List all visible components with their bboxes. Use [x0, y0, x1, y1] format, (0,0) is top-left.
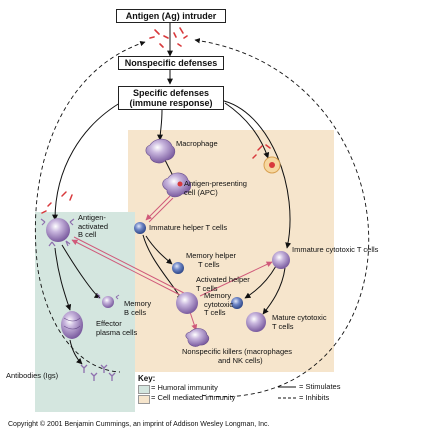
apc-label-line1: Antigen-presenting	[184, 179, 247, 188]
inhibit-loop-left	[34, 40, 146, 373]
activated-helper-line2: T cells	[196, 283, 218, 293]
cell-mediated-region-lower	[134, 300, 334, 372]
memory-cytotoxic-t-cell	[231, 297, 243, 309]
apc-label-line2: cell (APC)	[184, 187, 218, 197]
specific-defenses-box: Specific defenses (immune response)	[118, 86, 224, 110]
arrow-activated-cytotoxic-stimulate	[199, 261, 273, 297]
antigen-fragments-cyto	[252, 144, 271, 159]
nonspecific-killer-cell	[185, 328, 210, 347]
nonspecific-defenses-box: Nonspecific defenses	[118, 56, 224, 70]
mature-cytotoxic-line2: T cells	[272, 321, 294, 331]
antigen-activated-b-cell	[40, 218, 75, 247]
memory-helper-line1: Memory helper	[186, 251, 237, 260]
arrow-helper-memory	[145, 235, 173, 265]
nonspecific-killers-line1: Nonspecific killers (macrophages	[182, 347, 293, 356]
arrow-apc-helper	[145, 195, 171, 221]
activated-helper-label: Activated helper T cells	[196, 275, 250, 293]
activated-b-line1: Antigen-	[78, 213, 106, 222]
arrow-bcell-plasma	[54, 247, 72, 311]
activated-b-line3: B cell	[78, 230, 97, 239]
apc-cell	[162, 172, 192, 198]
arrow-specific-b-cell	[52, 99, 126, 221]
arrow-specific-macrophage	[157, 109, 164, 141]
arrow-cytotoxic-memory	[244, 265, 277, 299]
arrow-plasma-antibodies	[69, 339, 83, 365]
key-humoral-label: = Humoral immunity	[151, 383, 218, 392]
memory-cytotoxic-line2: cytotoxic	[204, 299, 234, 309]
arrow-activated-b-stimulate	[71, 239, 183, 297]
nonspecific-killers-label: Nonspecific killers (macrophages and NK …	[182, 347, 293, 365]
memory-helper-t-cell	[172, 262, 184, 274]
effector-plasma-line2: plasma cells	[96, 327, 138, 337]
activated-helper-t-cell	[176, 292, 198, 314]
activated-helper-line1: Activated helper	[196, 275, 250, 284]
antibodies-label: Antibodies (Igs)	[6, 371, 59, 380]
specific-defenses-line2: (immune response)	[129, 98, 213, 108]
memory-cytotoxic-line3: T cells	[204, 308, 226, 317]
arrow-activated-b-stimulate-2	[73, 236, 185, 294]
memory-helper-label: Memory helper T cells	[186, 251, 237, 269]
arrow-apc-helper-2	[148, 197, 174, 223]
macrophage-label: Macrophage	[176, 139, 218, 148]
immature-cytotoxic-label: Immature cytotoxic T cells	[292, 245, 379, 254]
arrow-activated-killers-stimulate	[189, 311, 198, 331]
memory-b-cell	[96, 293, 120, 308]
mature-cytotoxic-line1: Mature cytotoxic	[272, 313, 327, 322]
arrow-bcell-memory	[61, 244, 101, 299]
key-stimulates-label: = Stimulates	[299, 382, 341, 391]
mature-cytotoxic-t-cell	[246, 312, 266, 332]
specific-defenses-line1: Specific defenses	[132, 88, 210, 98]
immature-cytotoxic-t-cell	[272, 251, 290, 269]
memory-cytotoxic-line1: Memory	[204, 291, 232, 300]
nonspecific-killers-line2: and NK cells)	[218, 355, 263, 365]
antigen-fragments-top	[149, 27, 188, 48]
key-title: Key:	[138, 374, 156, 383]
memory-cytotoxic-label: Memory cytotoxic T cells	[204, 291, 234, 318]
arrow-specific-infected	[224, 102, 270, 159]
effector-plasma-line1: Effector	[96, 319, 122, 328]
copyright-notice: Copyright © 2001 Benjamin Cummings, an i…	[8, 421, 270, 428]
apc-label: Antigen-presenting cell (APC)	[184, 179, 247, 197]
key-cell-mediated-label: = Cell mediated immunity	[151, 393, 236, 402]
immature-helper-label: Immature helper T cells	[149, 223, 228, 232]
memory-b-line1: Memory	[124, 299, 152, 308]
memory-b-label: Memory B cells	[124, 299, 152, 317]
activated-b-label: Antigen- activated B cell	[78, 213, 109, 240]
key-humoral-swatch	[138, 385, 150, 394]
arrow-specific-cytotoxic	[219, 99, 292, 249]
arrow-cytotoxic-mature	[262, 267, 286, 315]
infected-cell	[263, 156, 281, 174]
effector-plasma-cell	[61, 311, 83, 339]
macrophage-cell	[145, 138, 176, 164]
immature-helper-t-cell	[134, 222, 146, 234]
mature-cytotoxic-label: Mature cytotoxic T cells	[272, 313, 327, 331]
memory-helper-line2: T cells	[198, 259, 220, 269]
antibodies	[80, 364, 116, 381]
key-cell-mediated-swatch	[138, 395, 150, 404]
antigen-fragments-b	[41, 191, 73, 214]
humoral-region	[35, 212, 135, 412]
effector-plasma-label: Effector plasma cells	[96, 319, 138, 337]
inhibit-loop-right	[194, 38, 370, 398]
memory-b-line2: B cells	[124, 307, 147, 317]
antigen-intruder-box: Antigen (Ag) intruder	[116, 9, 226, 23]
key-inhibits-label: = Inhibits	[299, 393, 330, 402]
activated-b-line2: activated	[78, 221, 109, 231]
